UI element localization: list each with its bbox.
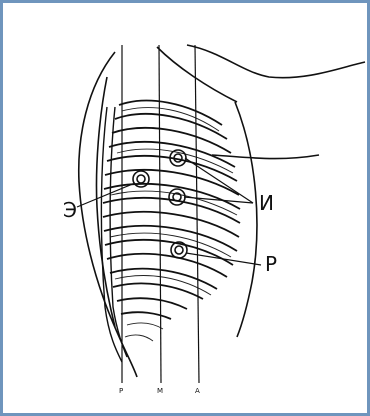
axis-label-p: P (119, 387, 123, 395)
rib (105, 240, 233, 265)
rib (117, 298, 187, 309)
rib-cage (103, 101, 240, 319)
line-m (159, 45, 161, 383)
label-right-upper: И (259, 191, 274, 215)
rib (107, 254, 227, 277)
thorax-diagram: P M A (7, 7, 367, 413)
axis-label-a: A (195, 387, 200, 395)
axis-label-m: M (157, 387, 163, 395)
pointer-right-upper-a (185, 158, 253, 203)
rib (107, 156, 237, 181)
arm-lower-contour (212, 155, 319, 159)
point-middle (169, 189, 185, 205)
rib (121, 312, 171, 319)
pointer-left (77, 183, 135, 207)
rib (103, 198, 240, 223)
rib (113, 283, 203, 299)
shoulder-contour (187, 45, 365, 78)
label-left: Э (63, 198, 77, 222)
rib (103, 212, 239, 237)
reference-lines (122, 45, 199, 383)
rib (119, 101, 222, 125)
label-right-lower: Р (265, 252, 277, 276)
arm-contour (157, 47, 237, 102)
rib (104, 226, 237, 251)
chest-contour (235, 102, 257, 337)
line-a (195, 45, 199, 383)
back-contour (79, 52, 137, 377)
